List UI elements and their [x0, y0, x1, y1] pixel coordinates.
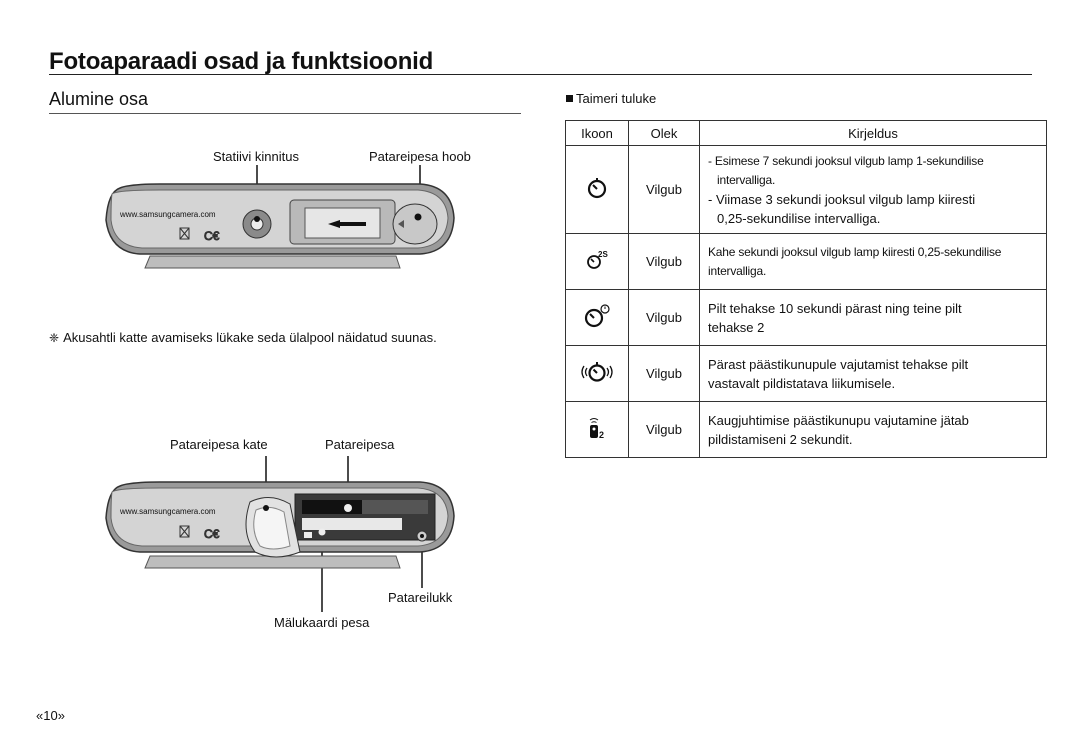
timer-lamp-table: Ikoon Olek Kirjeldus Vilgub - Esimese 7 …: [565, 120, 1047, 458]
label-battery-lid-lever: Patareipesa hoob: [369, 149, 471, 164]
label-memory-card-slot: Mälukaardi pesa: [274, 615, 370, 630]
svg-text:C€: C€: [204, 229, 220, 243]
timer-heading: Taimeri tuluke: [566, 91, 656, 106]
camera-bottom-closed-illustration: www.samsungcamera.com C€: [105, 165, 455, 269]
note-symbol: ❈: [49, 331, 60, 345]
website-text: www.samsungcamera.com: [119, 210, 216, 219]
label-battery-cover: Patareipesa kate: [170, 437, 268, 452]
desc-line: intervalliga.: [708, 263, 767, 278]
desc-line: vastavalt pildistatava liikumisele.: [708, 375, 896, 391]
page-title: Fotoaparaadi osad ja funktsioonid: [49, 48, 434, 75]
description-cell: Pärast päästikunupule vajutamist tehakse…: [699, 345, 1047, 402]
section-title: Alumine osa: [49, 89, 149, 109]
timer-heading-text: Taimeri tuluke: [576, 91, 657, 106]
note: ❈Akusahtli katte avamiseks lükake seda ü…: [49, 330, 437, 345]
svg-text:2: 2: [599, 430, 604, 440]
column-header-icon: Ikoon: [565, 120, 629, 146]
desc-line: - Esimese 7 sekundi jooksul vilgub lamp …: [708, 153, 984, 168]
desc-line: Pilt tehakse 10 sekundi pärast ning tein…: [708, 300, 962, 316]
table-row: Vilgub - Esimese 7 sekundi jooksul vilgu…: [565, 145, 1047, 234]
svg-text:2S: 2S: [598, 250, 608, 259]
title-divider: [49, 74, 1032, 75]
label-battery-chamber: Patareipesa: [325, 437, 395, 452]
state-cell: Vilgub: [628, 289, 700, 346]
desc-line: 0,25-sekundilise intervalliga.: [717, 210, 881, 226]
motion-timer-icon: [581, 362, 613, 382]
table-row: 2 Vilgub Kaugjuhtimise päästikunupu vaju…: [565, 401, 1047, 458]
desc-line: Kahe sekundi jooksul vilgub lamp kiirest…: [708, 244, 1002, 259]
table-row: 2S Vilgub Kahe sekundi jooksul vilgub la…: [565, 233, 1047, 290]
double-timer-icon: [584, 304, 610, 328]
state-cell: Vilgub: [628, 401, 700, 458]
website-text: www.samsungcamera.com: [119, 507, 216, 516]
desc-line: - Viimase 3 sekundi jooksul vilgub lamp …: [708, 191, 976, 207]
page-number: «10»: [36, 708, 65, 723]
description-cell: Kahe sekundi jooksul vilgub lamp kiirest…: [699, 233, 1047, 290]
description-cell: Kaugjuhtimise päästikunupu vajutamine jä…: [699, 401, 1047, 458]
description-cell: Pilt tehakse 10 sekundi pärast ning tein…: [699, 289, 1047, 346]
camera-bottom-open-illustration: www.samsungcamera.com C€: [105, 456, 455, 612]
column-header-description: Kirjeldus: [699, 120, 1047, 146]
self-timer-2s-icon: 2S: [587, 250, 608, 269]
self-timer-icon: [587, 178, 607, 199]
column-header-state: Olek: [628, 120, 700, 146]
table-row: Vilgub Pilt tehakse 10 sekundi pärast ni…: [565, 289, 1047, 346]
desc-line: Pärast päästikunupule vajutamist tehakse…: [708, 356, 969, 372]
state-cell: Vilgub: [628, 233, 700, 290]
state-cell: Vilgub: [628, 145, 700, 234]
desc-line: pildistamiseni 2 sekundit.: [708, 431, 853, 447]
desc-line: tehakse 2: [708, 319, 765, 335]
desc-line: Kaugjuhtimise päästikunupu vajutamine jä…: [708, 412, 969, 428]
table-row: Vilgub Pärast päästikunupule vajutamist …: [565, 345, 1047, 402]
table-header-row: Ikoon Olek Kirjeldus: [565, 120, 1047, 146]
remote-timer-icon: 2: [589, 418, 604, 440]
svg-text:C€: C€: [204, 527, 220, 541]
label-battery-lock: Patareilukk: [388, 590, 453, 605]
section-divider: [49, 113, 521, 114]
bullet-square-icon: [566, 95, 573, 102]
label-tripod-mount: Statiivi kinnitus: [213, 149, 299, 164]
desc-line: intervalliga.: [717, 172, 776, 187]
note-text: Akusahtli katte avamiseks lükake seda ül…: [63, 330, 437, 345]
description-cell: - Esimese 7 sekundi jooksul vilgub lamp …: [699, 145, 1047, 234]
state-cell: Vilgub: [628, 345, 700, 402]
